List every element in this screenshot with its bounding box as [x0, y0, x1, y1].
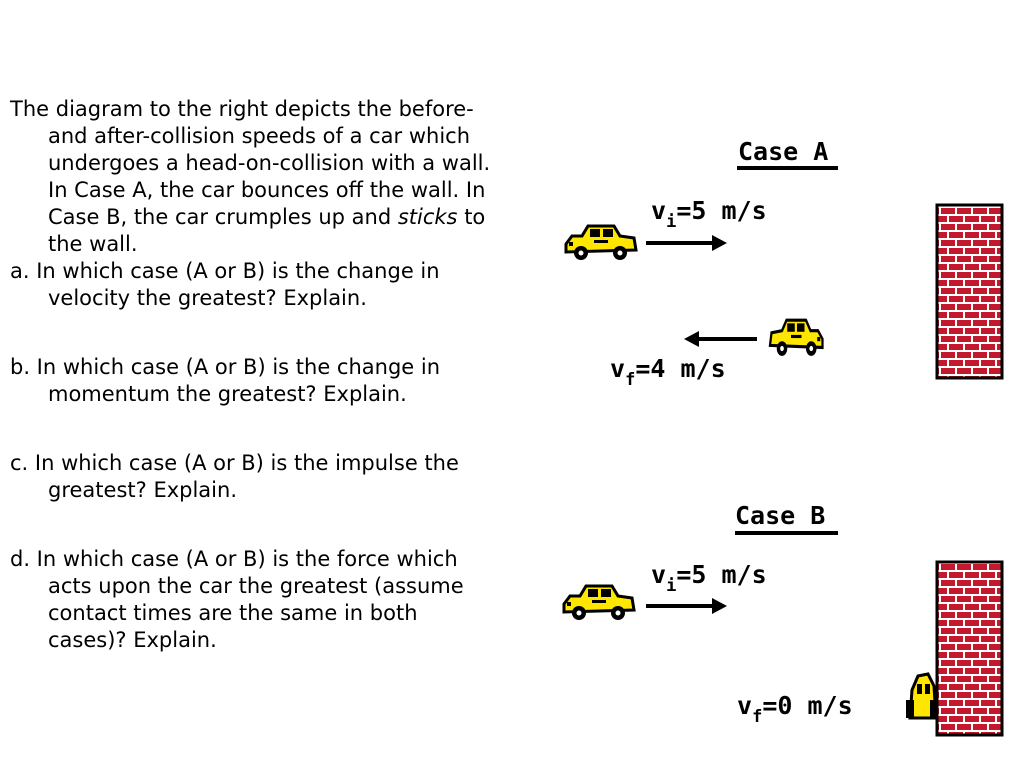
- crumpled-car-icon: [906, 672, 938, 720]
- case-a-title: Case A: [738, 137, 828, 166]
- intro-paragraph: The diagram to the right depicts the bef…: [10, 96, 500, 258]
- question-text: The diagram to the right depicts the bef…: [10, 96, 500, 654]
- case-b-title: Case B: [735, 501, 825, 530]
- case-b-vf-label: vf=0 m/s: [737, 691, 853, 727]
- arrow-a-left-shaft: [697, 337, 757, 341]
- case-b-title-underline: [735, 531, 838, 535]
- case-b-vi-label: vi=5 m/s: [651, 560, 767, 596]
- wall-b: [935, 560, 1004, 737]
- question-d: d. In which case (A or B) is the force w…: [10, 547, 464, 652]
- car-a-after-icon: [768, 318, 825, 358]
- intro-text-1: The diagram to the right depicts the bef…: [10, 97, 491, 229]
- car-a-before-icon: [564, 224, 638, 262]
- arrow-a-right-head: [712, 235, 727, 251]
- intro-emphasis: sticks: [397, 205, 458, 229]
- arrow-a-right-shaft: [646, 241, 714, 245]
- case-a-title-underline: [737, 166, 838, 170]
- intro-text-2: to the wall.: [48, 205, 486, 256]
- wall-a: [935, 203, 1004, 380]
- question-a: a. In which case (A or B) is the change …: [10, 259, 440, 310]
- case-a-group: Case A vi=5 m/s vf=4 m/s: [564, 137, 1004, 390]
- case-a-vf-label: vf=4 m/s: [610, 354, 726, 390]
- arrow-b-right-shaft: [646, 604, 714, 608]
- case-b-group: Case B vi=5 m/s vf=0 m/s: [562, 501, 1004, 737]
- question-b: b. In which case (A or B) is the change …: [10, 355, 441, 406]
- car-b-before-icon: [562, 584, 636, 622]
- case-a-vi-label: vi=5 m/s: [651, 196, 767, 232]
- arrow-b-right-head: [712, 598, 727, 614]
- arrow-a-left-head: [684, 331, 699, 347]
- question-c: c. In which case (A or B) is the impulse…: [10, 451, 459, 502]
